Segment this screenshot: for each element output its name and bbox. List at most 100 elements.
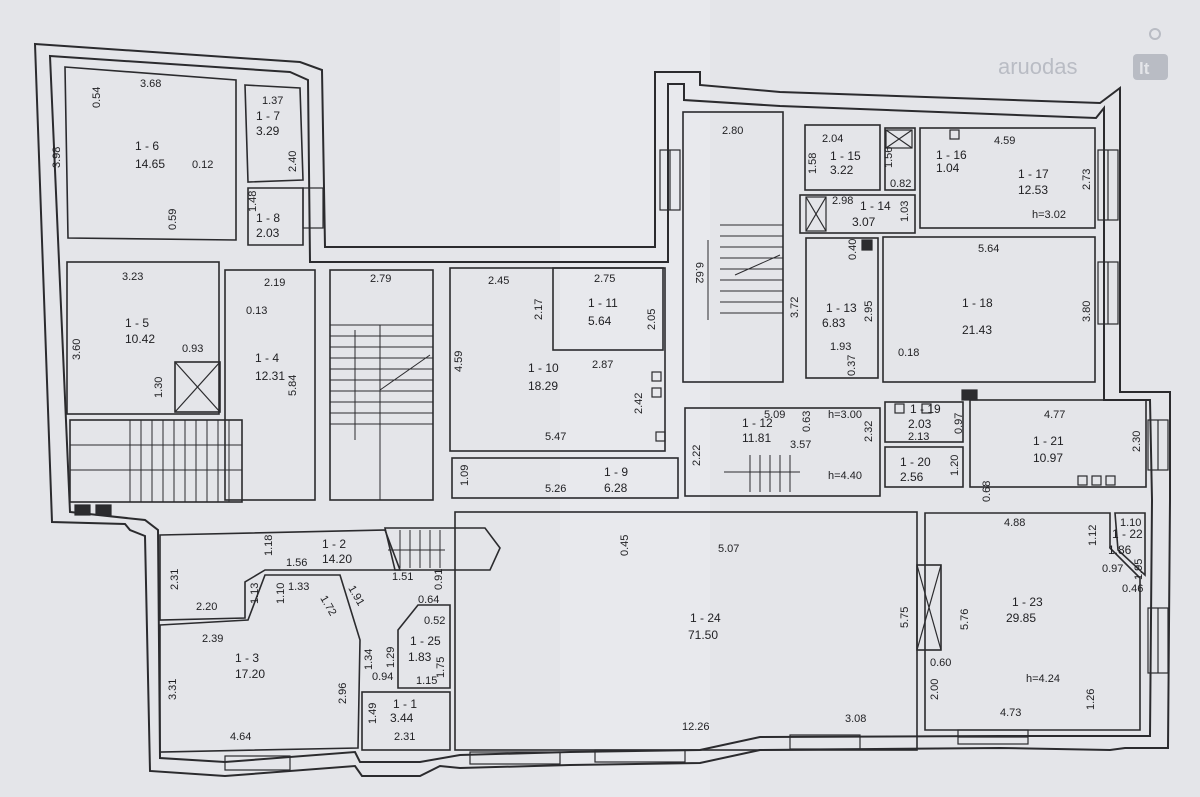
dimension-label: 4.64	[230, 731, 251, 743]
dimension-label: 3.60	[71, 339, 83, 360]
room-area: 1.04	[936, 161, 960, 175]
dimension-label: 0.52	[424, 615, 445, 627]
dimension-label: 5.47	[545, 431, 566, 443]
dimension-label: 1.03	[899, 201, 911, 222]
electrical-symbols	[74, 129, 1116, 516]
dimension-label: 0.45	[619, 535, 631, 556]
room-area: 11.81	[742, 431, 771, 445]
stair-left-block	[69, 419, 243, 503]
dimension-labels: 3.68 0.54 3.98 0.12 0.59 1.37 2.40 1.48 …	[51, 78, 1145, 743]
dimension-label: 5.09	[764, 409, 785, 421]
dimension-label: 2.30	[1131, 431, 1143, 452]
dimension-label: 1.12	[1087, 525, 1099, 546]
dimension-label: 2.22	[691, 445, 703, 466]
dimension-label: 4.77	[1044, 409, 1065, 421]
room-id: 1 - 9	[604, 465, 628, 479]
room-id: 1 - 2	[322, 537, 346, 551]
dimension-label: 4.88	[1004, 517, 1025, 529]
room-id: 1 - 11	[588, 296, 618, 310]
room-1-13	[805, 237, 879, 379]
room-area: 1.83	[408, 650, 432, 664]
room-id: 1 - 3	[235, 651, 259, 665]
dimension-label: 0.97	[1102, 563, 1123, 575]
room-1-15	[804, 124, 881, 191]
stair-treads	[70, 224, 800, 568]
room-1-1	[361, 691, 451, 751]
room-area: 14.65	[135, 157, 165, 171]
room-1-20	[884, 446, 964, 488]
room-id: 1 - 6	[135, 139, 159, 153]
height-label: h=3.02	[1032, 209, 1066, 221]
room-area: 3.22	[830, 163, 854, 177]
room-id: 1 - 20	[900, 455, 931, 469]
room-area: 18.29	[528, 379, 558, 393]
dimension-label: 0.13	[246, 305, 267, 317]
dimension-label: 1.29	[385, 647, 397, 668]
dimension-label: 1.30	[153, 377, 165, 398]
dimension-label: 2.31	[394, 731, 415, 743]
dimension-label: 2.42	[633, 393, 645, 414]
room-id: 1 - 18	[962, 296, 993, 310]
dimension-label: 2.75	[594, 273, 615, 285]
dimension-label: 2.00	[929, 679, 941, 700]
dimension-label: 0.37	[846, 355, 858, 376]
dimension-label: 0.59	[167, 209, 179, 230]
height-label: h=4.40	[828, 470, 862, 482]
room-id: 1 - 5	[125, 316, 149, 330]
room-1-3	[159, 574, 361, 753]
room-1-25	[397, 604, 451, 689]
room-area: 3.29	[256, 124, 280, 138]
dimension-label: 2.19	[264, 277, 285, 289]
dimension-label: 3.80	[1081, 301, 1093, 322]
dimension-label: 0.93	[182, 343, 203, 355]
room-id: 1 - 4	[255, 351, 279, 365]
room-id: 1 - 24	[690, 611, 721, 625]
room-id: 1 - 19	[910, 402, 941, 416]
dimension-label: 2.31	[169, 569, 181, 590]
paper-fold-shade	[560, 0, 710, 797]
room-area: 2.56	[900, 470, 924, 484]
dimension-label: 2.40	[287, 151, 299, 172]
room-1-8	[247, 187, 304, 246]
room-1-9	[451, 457, 679, 499]
dimension-label: 4.59	[994, 135, 1015, 147]
room-1-7	[244, 84, 304, 183]
dimension-label: 2.79	[370, 273, 391, 285]
dimension-label: 1.20	[949, 455, 961, 476]
room-id: 1 - 17	[1018, 167, 1049, 181]
dimension-label: 1.33	[288, 581, 309, 593]
dimension-label: 12.26	[682, 721, 710, 733]
dimension-label: 3.68	[140, 78, 161, 90]
room-1-14	[799, 194, 916, 234]
dimension-label: 6.62	[693, 262, 705, 283]
dimension-label: 0.94	[372, 671, 393, 683]
dimension-label: 0.40	[847, 239, 859, 260]
dimension-label: 0.18	[898, 347, 919, 359]
dimension-label: 1.37	[262, 95, 283, 107]
dimension-label: 3.23	[122, 271, 143, 283]
dimension-label: 1.18	[263, 535, 275, 556]
dimension-label: 2.17	[533, 299, 545, 320]
dimension-label: 0.54	[91, 87, 103, 108]
dimension-label: 2.04	[822, 133, 843, 145]
room-area: 3.44	[390, 711, 414, 725]
room-id: 1 - 12	[742, 416, 773, 430]
room-area: 3.07	[852, 215, 876, 229]
room-area: 6.83	[822, 316, 846, 330]
dimension-label: 1.93	[830, 341, 851, 353]
dimension-label: 1.56	[883, 147, 895, 168]
height-label: h=3.00	[828, 409, 862, 421]
dimension-label: 1.10	[1120, 517, 1141, 529]
lift-shaft	[174, 361, 221, 413]
dimension-label: 2.80	[722, 125, 743, 137]
room-area: 10.97	[1033, 451, 1063, 465]
room-area: 21.43	[962, 323, 992, 337]
vent-shaft	[916, 564, 942, 651]
dimension-label: 3.31	[167, 679, 179, 700]
dimension-label: 5.84	[287, 375, 299, 396]
handwritten-note: 3.08	[845, 713, 866, 725]
watermark-badge	[1133, 54, 1168, 80]
watermark-brand: aruodas	[998, 54, 1078, 79]
dimension-label: 0.12	[192, 159, 213, 171]
